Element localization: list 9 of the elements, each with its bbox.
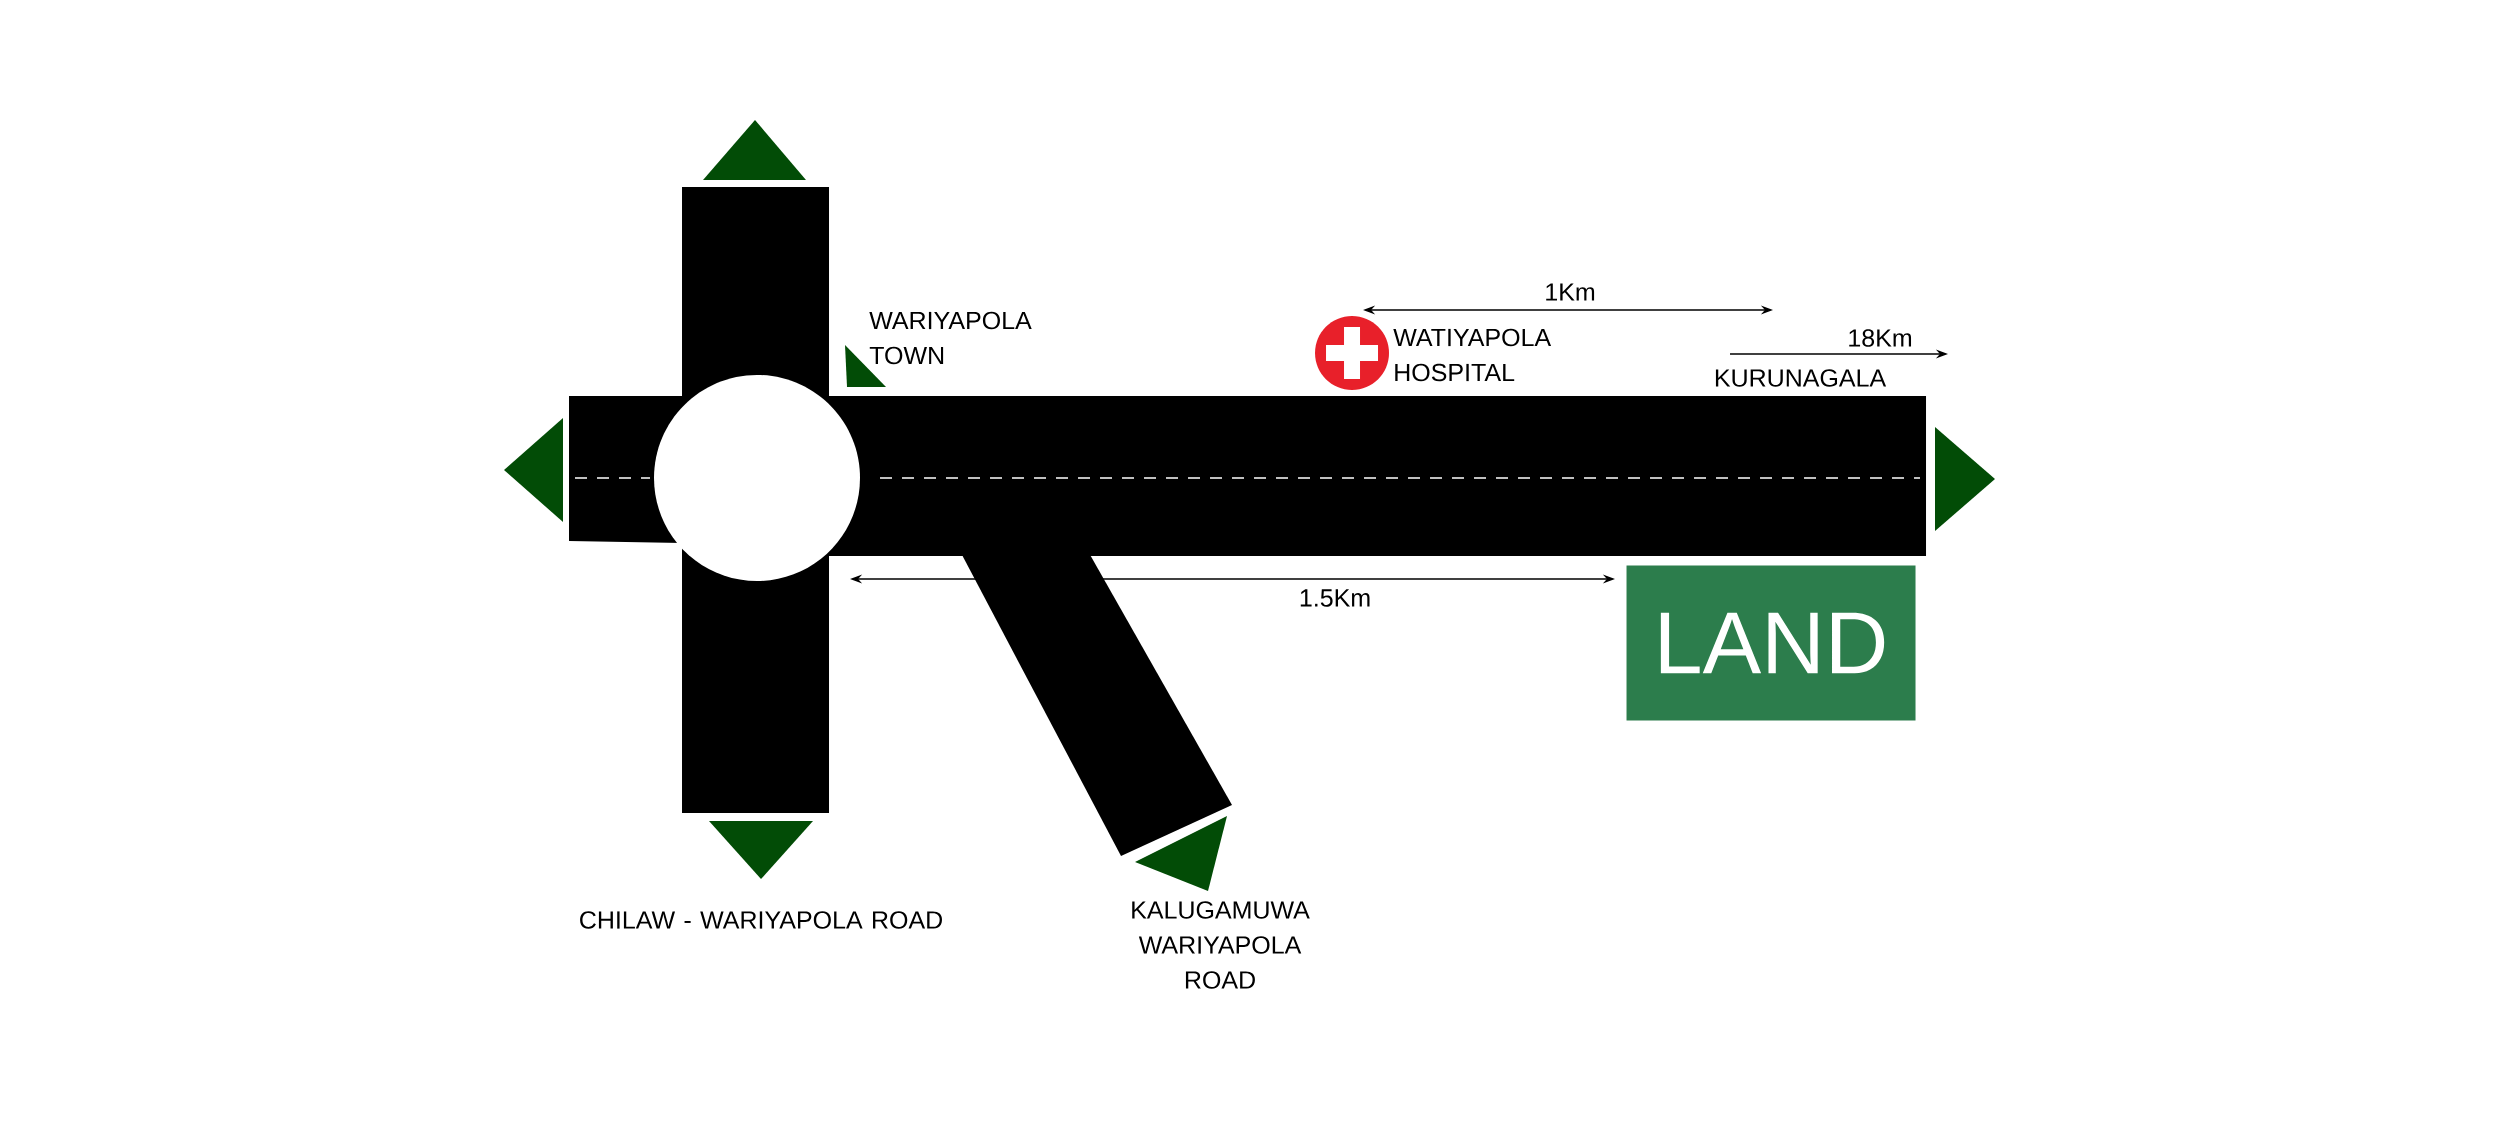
distance-label: 1.5Km [1300,589,1370,607]
place-label: KURUNAGALA [1715,369,1887,387]
place-label: WARIYAPOLA TOWN [869,311,1032,365]
road-label: CHILAW - WARIYAPOLA ROAD [580,911,942,929]
distance-label: 18Km [1849,329,1911,347]
place-label: WATIYAPOLA HOSPITAL [1393,328,1552,382]
land-box: LAND [1626,565,1916,721]
road-label: KALUGAMUWA WARIYAPOLA ROAD [1132,901,1310,989]
distance-label: 1Km [1546,283,1595,301]
